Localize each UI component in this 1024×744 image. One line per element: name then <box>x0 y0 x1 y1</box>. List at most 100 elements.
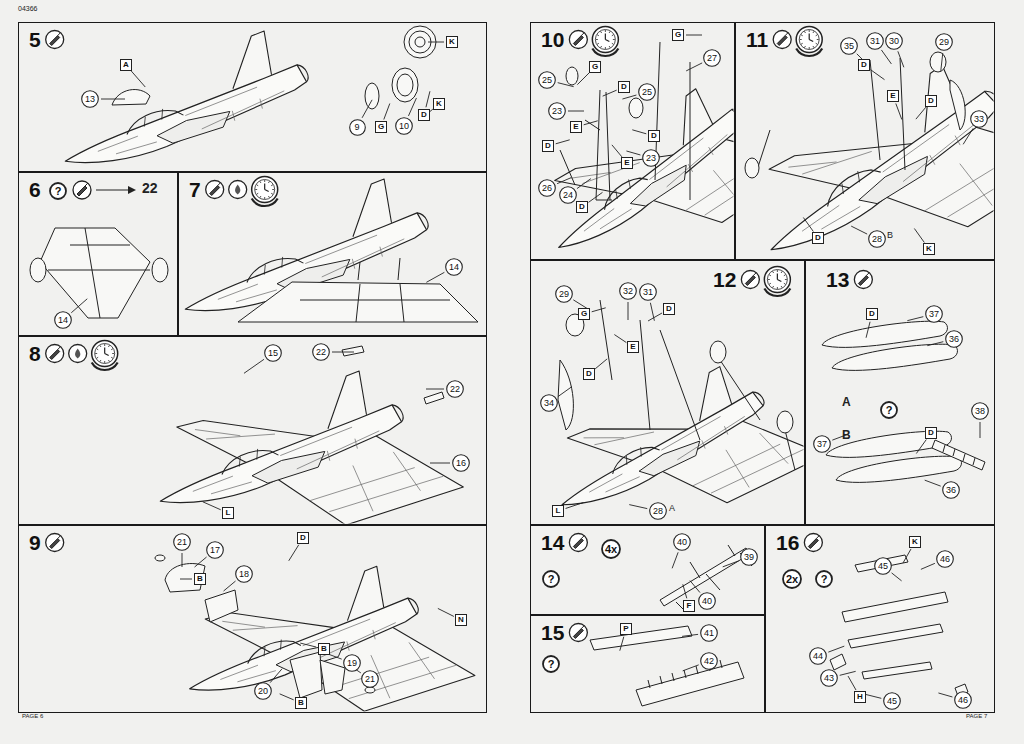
glue-icon <box>569 534 587 552</box>
leader-line <box>289 545 299 561</box>
callout-number: 37 <box>813 435 831 453</box>
part-letter: D <box>418 109 430 121</box>
part-letter: K <box>923 243 935 255</box>
callout-text: K <box>926 245 932 253</box>
glue-icon <box>569 624 587 642</box>
leader-line <box>614 335 626 343</box>
part-letter: E <box>887 90 899 102</box>
callout-number: 30 <box>885 32 903 50</box>
leader-line <box>566 502 584 508</box>
glue-icon <box>46 534 64 552</box>
leader-line <box>589 192 603 202</box>
part-drawing <box>932 440 985 470</box>
part-drawing <box>290 652 322 698</box>
part-letter: D <box>583 368 595 380</box>
part-drawing <box>950 80 965 130</box>
callout-text: ? <box>55 186 62 197</box>
aircraft-line <box>753 389 766 407</box>
leader-line <box>556 140 570 144</box>
leader-line <box>848 676 856 690</box>
part-drawing <box>424 392 444 404</box>
part-drawing <box>48 228 150 318</box>
step-number: 6 <box>29 179 41 200</box>
callout-number: 46 <box>954 691 972 709</box>
part-drawing <box>365 83 379 109</box>
callout-text: P <box>623 625 628 633</box>
callout-text: ? <box>548 659 555 670</box>
part-drawing <box>365 687 375 693</box>
part-letter: P <box>620 623 632 635</box>
callout-number: 23 <box>642 149 660 167</box>
callout-number: 9 <box>349 119 366 136</box>
callout-text: D <box>815 234 821 242</box>
step-number: 12 <box>713 269 736 290</box>
aircraft-line <box>297 63 309 83</box>
callout-text: ? <box>548 574 555 585</box>
callout-text: K <box>912 538 918 546</box>
callout-text: B <box>298 699 304 707</box>
step-panel: 6?14 <box>18 172 178 336</box>
callout-number: 44 <box>809 647 827 665</box>
callout-text: 29 <box>939 38 949 47</box>
panel-illustration <box>155 550 477 712</box>
leader-line <box>980 422 981 438</box>
part-drawing <box>358 258 400 280</box>
part-letter: E <box>621 157 633 169</box>
leader-line <box>648 313 662 321</box>
aircraft-line <box>261 257 286 275</box>
leader-line <box>686 63 702 71</box>
callout-number: 32 <box>619 282 637 300</box>
callout-text: 45 <box>878 562 888 571</box>
callout-number: 29 <box>935 33 953 51</box>
leader-line <box>384 104 390 120</box>
step-panel: 162x?K46454443H4546 <box>765 525 995 713</box>
aircraft-line <box>608 442 662 474</box>
leader-line <box>865 694 881 698</box>
aircraft-line <box>250 450 329 487</box>
leader-line <box>916 440 926 454</box>
aircraft-line <box>392 403 404 423</box>
part-letter: G <box>672 29 684 41</box>
glue-icon <box>569 31 587 49</box>
callout-number: 33 <box>970 110 988 128</box>
callout-text: 15 <box>268 349 278 358</box>
aircraft-line <box>584 413 654 458</box>
callout-number: 23 <box>548 102 566 120</box>
callout-text: G <box>675 31 681 39</box>
part-drawing <box>870 58 905 170</box>
callout-text: 21 <box>177 538 187 547</box>
leader-line <box>577 73 589 85</box>
part-letter: D <box>618 81 630 93</box>
part-letter: D <box>866 308 878 320</box>
aircraft-line <box>985 87 994 108</box>
leader-line <box>866 322 870 338</box>
callout-text: D <box>928 429 934 437</box>
callout-text: G <box>378 123 384 131</box>
callout-text: B <box>321 645 327 653</box>
part-drawing <box>112 90 150 105</box>
callout-text: 20 <box>258 687 268 696</box>
callout-text: 25 <box>542 76 552 85</box>
callout-number: 10 <box>395 117 413 135</box>
leader-line <box>686 35 702 36</box>
part-drawing <box>30 258 46 282</box>
leader-line <box>71 299 87 313</box>
step-panel: 714 <box>178 172 487 336</box>
callout-number: 31 <box>639 283 657 301</box>
panel-illustration <box>536 300 803 524</box>
callout-text: 40 <box>702 597 712 606</box>
page-label: 04366 <box>18 5 37 12</box>
aircraft-line <box>123 106 184 135</box>
callout-number: 16 <box>452 454 470 472</box>
part-drawing <box>842 592 948 622</box>
aircraft-line <box>573 127 733 237</box>
part-drawing <box>40 228 150 318</box>
callout-text: 4x <box>605 544 617 555</box>
callout-number: 24 <box>559 186 577 204</box>
part-letter: D <box>663 303 675 315</box>
callout-text: D <box>300 534 306 542</box>
callout-text: 22 <box>450 385 460 394</box>
callout-text: G <box>581 310 587 318</box>
aircraft-line <box>790 112 988 238</box>
leader-line <box>916 107 926 119</box>
